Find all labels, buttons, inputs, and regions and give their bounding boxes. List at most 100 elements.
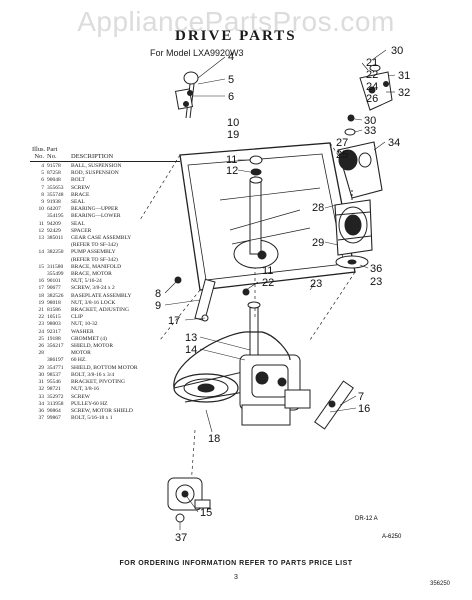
row-description: SCREW, MOTOR SHIELD	[71, 407, 133, 414]
callout-36: 36	[370, 263, 382, 275]
header-no2: No.	[47, 153, 57, 160]
row-description: BALL, SUSPENSION	[71, 163, 122, 169]
spacer-top	[250, 168, 262, 176]
figure-code: DR-12 A	[355, 516, 378, 522]
callout-30: 30	[391, 45, 403, 57]
row-description: GROMMET (4)	[71, 335, 107, 342]
row-illus: 9	[41, 199, 44, 206]
row-description: WASHER	[71, 328, 94, 335]
row-part-number: 92317	[47, 328, 61, 335]
row-illus: 28	[38, 350, 45, 357]
row-description: BRACKET, PIVOTING	[71, 379, 125, 386]
row-description: BEARING—LOWER	[71, 213, 121, 220]
row-illus: 25	[38, 335, 45, 342]
row-description: SEAL	[71, 220, 85, 227]
header-desc: DESCRIPTION	[71, 153, 114, 160]
model-subtitle: For Model LXA9920W3	[150, 48, 244, 58]
row-part-number: 385011	[47, 235, 64, 242]
row-part-number: 355499	[47, 271, 64, 278]
row-illus: 32	[38, 386, 45, 393]
callout-34: 34	[388, 137, 400, 149]
callout-26: 26	[366, 93, 378, 105]
motor-assembly	[334, 64, 393, 269]
row-part-number: 382250	[47, 249, 64, 256]
row-illus: 5	[41, 170, 44, 177]
row-description: (REFER TO SF-342)	[71, 256, 118, 263]
row-part-number: 99867	[47, 415, 61, 422]
parts-table-row: (REFER TO SF-342)	[30, 257, 180, 264]
watermark: AppliancePartsPros.com	[77, 6, 395, 37]
callout-24: 24	[366, 81, 378, 93]
row-part-number: 356217	[47, 343, 64, 350]
callout-16: 16	[358, 403, 370, 415]
row-illus: 26	[38, 343, 45, 350]
callout-7: 7	[358, 391, 364, 403]
row-illus: 7	[41, 184, 44, 191]
row-illus: 22	[38, 314, 45, 321]
callout-22b: 22	[262, 277, 274, 289]
callout-14: 14	[185, 344, 197, 356]
row-description: SCREW	[71, 393, 90, 400]
callout-29: 29	[312, 237, 324, 249]
row-illus: 23	[38, 321, 45, 328]
callout-30b: 30	[364, 115, 376, 127]
pump-assembly	[173, 354, 311, 426]
callout-10: 10	[227, 117, 239, 129]
row-part-number: 87258	[47, 170, 61, 177]
row-description: ROD, SUSPENSION	[71, 170, 119, 177]
row-illus: 18	[38, 292, 45, 299]
row-illus: 11	[38, 220, 44, 227]
row-part-number: 313958	[47, 400, 64, 407]
row-illus: 10	[38, 206, 45, 213]
row-part-number: 98721	[47, 386, 61, 393]
callout-13: 13	[185, 332, 197, 344]
row-part-number: 352972	[47, 393, 64, 400]
row-illus: 13	[38, 235, 45, 242]
row-illus: 4	[41, 163, 44, 169]
callout-25: 25	[336, 149, 348, 161]
row-description: (REFER TO SF-342)	[71, 242, 118, 249]
row-part-number: 90677	[47, 285, 61, 292]
row-illus: 33	[38, 393, 45, 400]
row-description: PULLEY-60 HZ	[71, 400, 108, 407]
drive-belt	[173, 331, 291, 389]
figure-number: A-6250	[382, 534, 402, 540]
row-illus: 29	[38, 364, 45, 371]
header-no: No.	[34, 153, 44, 160]
row-description: 60 HZ.	[71, 357, 87, 364]
callout-32: 32	[398, 87, 410, 99]
row-part-number: 90864	[47, 407, 61, 414]
parts-table-row: 386197 60 HZ.	[30, 357, 180, 364]
row-description: NUT, 3/8-16	[71, 386, 100, 393]
callout-12: 12	[226, 165, 238, 177]
row-illus: 37	[38, 415, 45, 422]
row-description: BEARING—UPPER	[71, 206, 119, 213]
callout-5: 5	[228, 74, 234, 86]
row-part-number: 91938	[47, 199, 61, 206]
page-number: 3	[234, 574, 238, 581]
row-part-number: 92429	[47, 227, 61, 234]
row-illus: 21	[38, 307, 45, 314]
callout-9: 9	[155, 300, 161, 312]
row-part-number: 98003	[47, 321, 61, 328]
row-part-number: 94209	[47, 220, 61, 227]
header-illus: Illus. Part	[32, 146, 58, 153]
row-part-number: 386197	[47, 357, 64, 364]
row-part-number: 355748	[47, 191, 64, 198]
